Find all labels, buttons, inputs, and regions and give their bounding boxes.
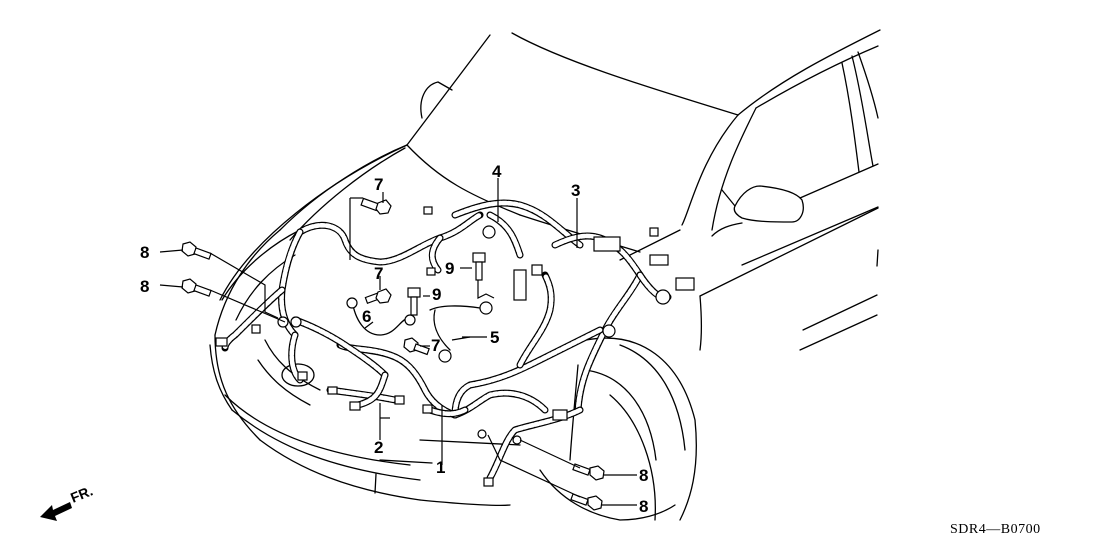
bolt-washer-icon (472, 252, 486, 281)
connector-block (593, 236, 621, 252)
flange-bolt-icon (181, 278, 212, 297)
bolt-washer-icon (407, 287, 421, 316)
callout-9: 9 (432, 285, 441, 304)
bolt-icon (364, 288, 392, 304)
grommet (277, 316, 289, 328)
connector (531, 264, 543, 276)
callout-8: 8 (639, 497, 648, 516)
callout-8: 8 (639, 466, 648, 485)
connector (552, 409, 568, 421)
connector (426, 267, 436, 276)
connector (251, 324, 261, 334)
connector (215, 337, 228, 347)
callout-5: 5 (490, 328, 499, 347)
grommet (477, 429, 487, 439)
connector (422, 404, 433, 414)
connector (394, 395, 405, 405)
grommet (655, 289, 671, 305)
callout-9: 9 (445, 259, 454, 278)
grommet (602, 324, 616, 338)
callout-6: 6 (362, 307, 371, 326)
grommet (482, 225, 496, 239)
connector (649, 254, 669, 266)
leader-lines (159, 178, 637, 506)
callout-7: 7 (431, 336, 440, 355)
car-body-outline (209, 29, 881, 521)
grommet (290, 316, 302, 328)
flange-bolt-icon (570, 493, 603, 511)
fasteners (181, 197, 605, 511)
bolt-icon (360, 197, 392, 215)
connector (297, 371, 308, 381)
connector (423, 206, 433, 215)
grommet (512, 435, 522, 445)
callout-1: 1 (436, 458, 445, 477)
callout-8: 8 (140, 243, 149, 262)
flange-bolt-icon (181, 241, 212, 260)
callout-2: 2 (374, 438, 383, 457)
callout-8: 8 (140, 277, 149, 296)
callout-3: 3 (571, 181, 580, 200)
callout-labels: 7 8 8 7 6 9 9 4 3 5 7 2 1 8 8 (140, 162, 648, 516)
connector (649, 227, 659, 237)
connector (675, 277, 695, 291)
callout-7: 7 (374, 175, 383, 194)
connector-block (513, 269, 527, 301)
connector (327, 386, 338, 395)
connector (483, 477, 494, 487)
front-label: FR. (68, 482, 95, 505)
front-arrow-icon (40, 502, 72, 521)
front-direction-indicator: FR. (40, 482, 95, 521)
connector (349, 401, 361, 411)
diagram-reference-code: SDR4—B0700 (950, 522, 1041, 537)
callout-4: 4 (492, 162, 502, 181)
callout-7: 7 (374, 264, 383, 283)
